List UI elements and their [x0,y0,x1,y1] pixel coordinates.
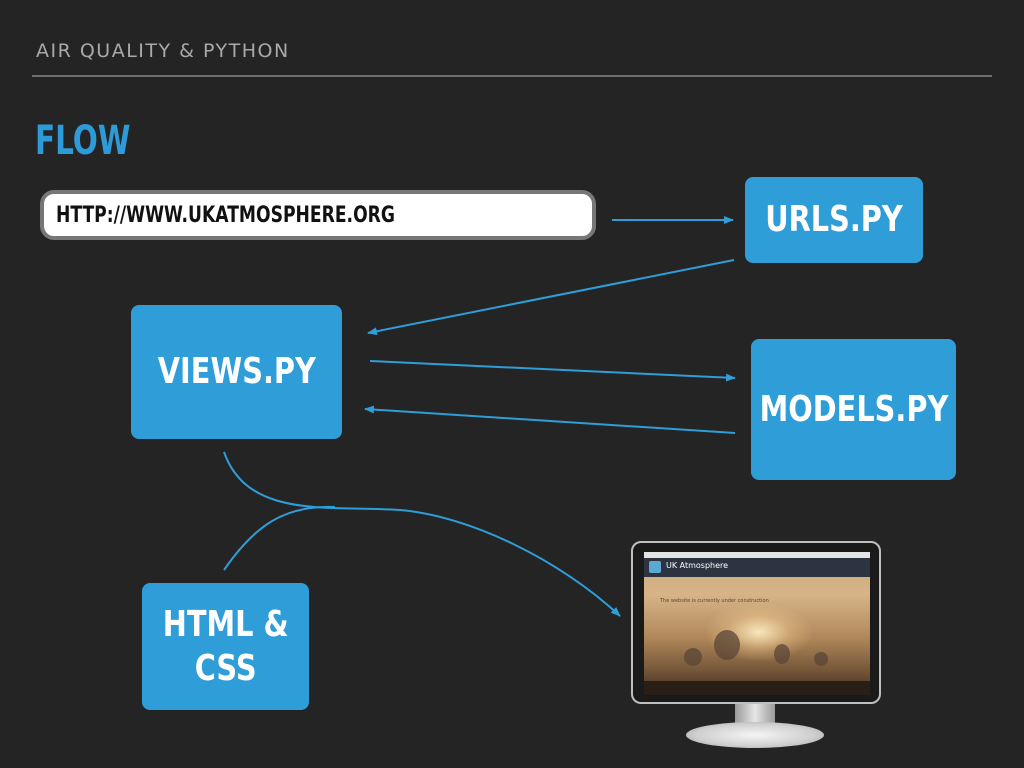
node-html-line1: HTML & [162,604,289,646]
monitor-stand-base [686,722,824,748]
connector-html-to-flow [223,505,336,571]
arrow-views-to-models [369,360,736,382]
arrow-models-to-views [364,405,736,434]
site-title: UK Atmosphere [666,561,729,570]
node-views-py: VIEWS.PY [131,305,342,439]
smoke-plume [714,630,740,660]
smoke-plume [684,648,702,666]
site-header: UK Atmosphere [644,558,870,577]
node-urls-label: URLS.PY [765,199,903,241]
monitor-screen: UK Atmosphere The website is currently u… [644,552,870,695]
slide-heading: FLOW [35,118,131,164]
node-models-py: MODELS.PY [751,339,956,480]
monitor-illustration: UK Atmosphere The website is currently u… [631,541,881,704]
url-text: HTTP://WWW.UKATMOSPHERE.ORG [56,203,395,228]
arrow-views-to-monitor [223,451,621,617]
node-html-css: HTML & CSS [142,583,309,710]
site-note: The website is currently under construct… [660,598,769,604]
treeline [644,681,870,695]
smoke-plume [814,652,828,666]
header-title: AIR QUALITY & PYTHON [36,40,290,62]
node-html-label: HTML & CSS [163,603,289,689]
smoke-plume [774,644,790,664]
node-urls-py: URLS.PY [745,177,923,263]
browser-bar [644,552,870,558]
cloud-logo-icon [649,561,661,573]
node-html-line2: CSS [194,647,257,689]
node-views-label: VIEWS.PY [157,351,316,393]
arrow-urls-to-views [367,259,735,336]
node-models-label: MODELS.PY [759,388,948,430]
url-bar: HTTP://WWW.UKATMOSPHERE.ORG [40,190,596,240]
header-divider [32,75,992,77]
